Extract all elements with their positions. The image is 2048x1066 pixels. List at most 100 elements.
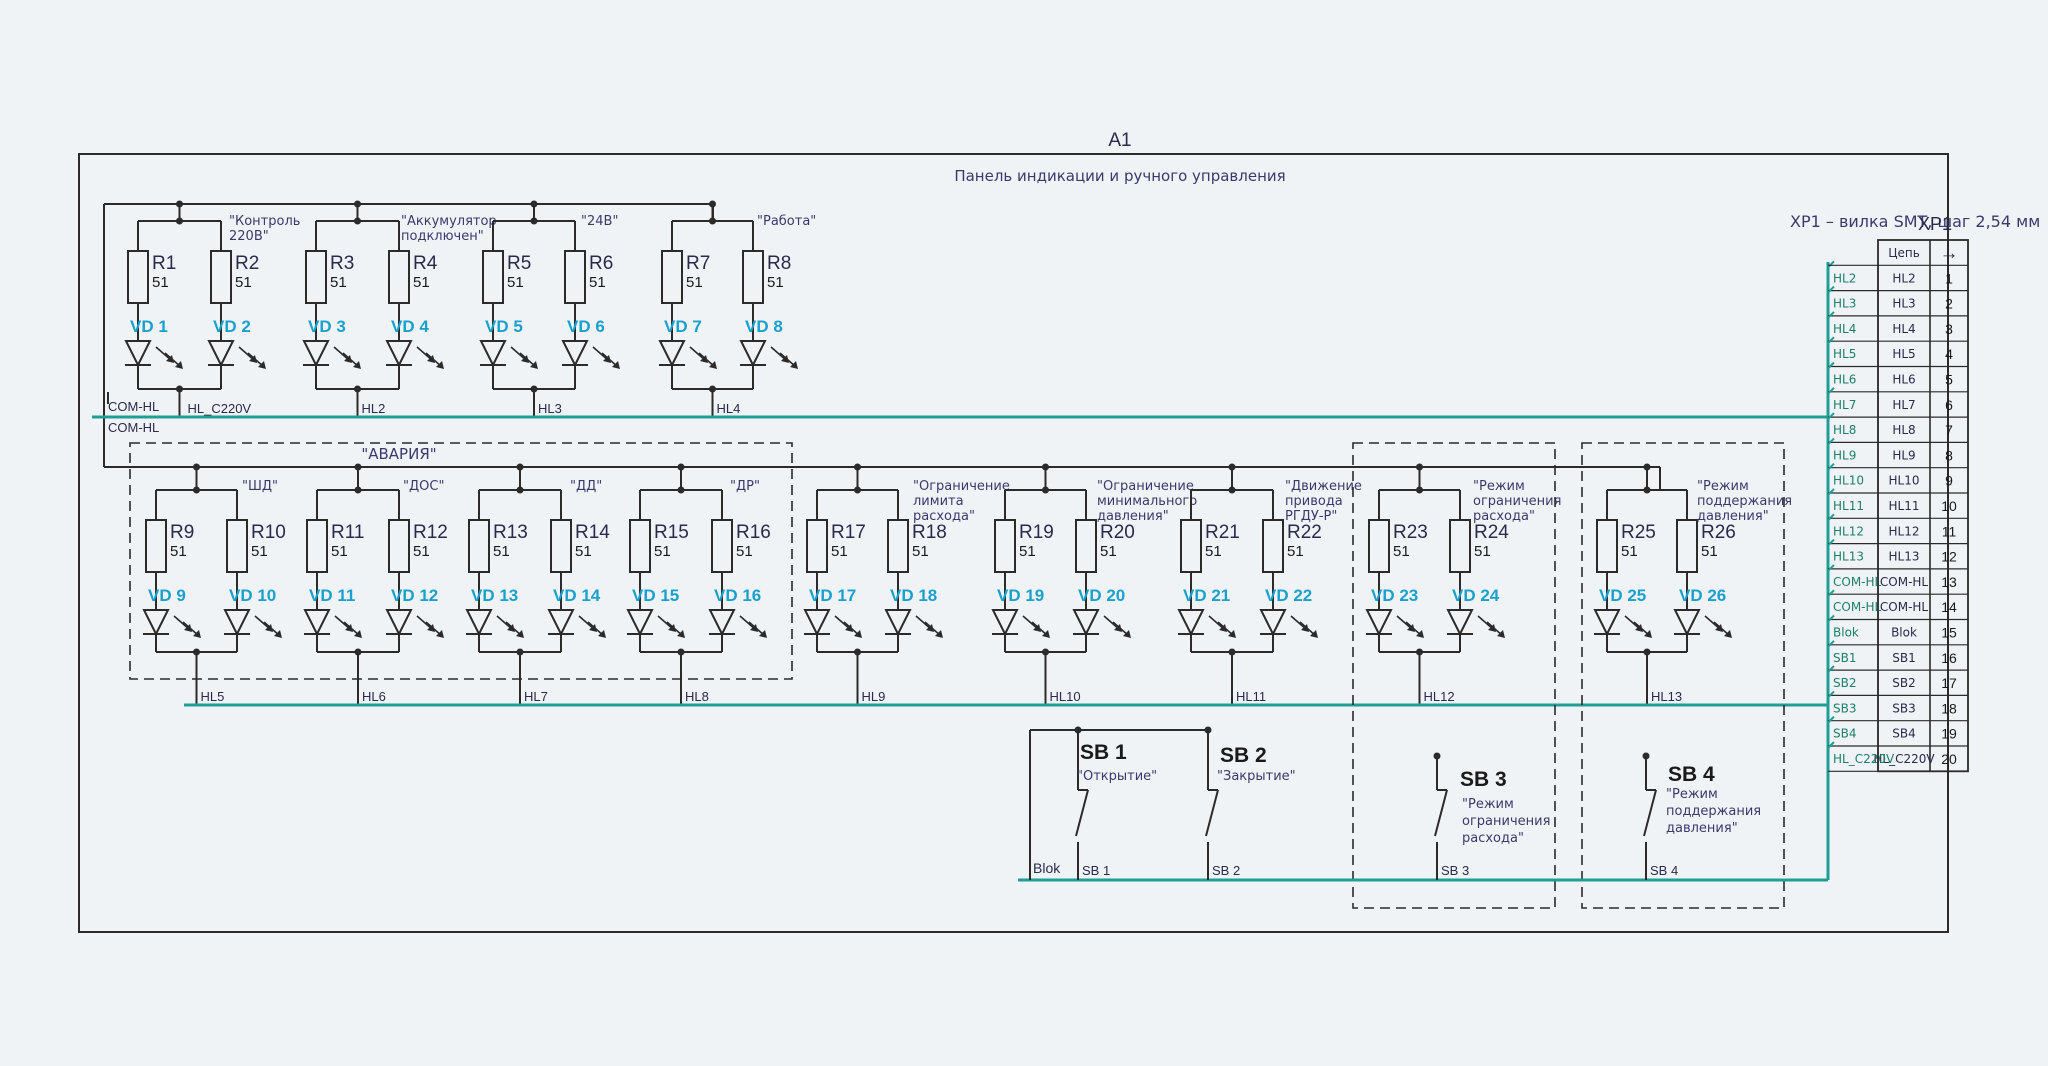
connector-pin-number: 18	[1941, 700, 1957, 716]
resistor-value: 51	[331, 543, 348, 560]
resistor-ref: R17	[831, 522, 866, 543]
harness-tap	[1827, 690, 1835, 699]
led-ref: VD 20	[1078, 586, 1125, 605]
harness-signal-label: HL7	[1833, 398, 1856, 412]
resistor-body	[550, 519, 572, 573]
resistor-value: 51	[831, 543, 848, 560]
connector-pin-number: 19	[1941, 726, 1957, 742]
connector-pin-signal: HL4	[1892, 322, 1915, 336]
resistor-value: 51	[654, 543, 671, 560]
switch-contact	[1643, 789, 1657, 837]
switch-net-label: SB 1	[1082, 863, 1110, 878]
harness-signal-label: HL10	[1833, 474, 1864, 488]
led-ref: VD 6	[567, 317, 605, 336]
harness-tap	[1827, 538, 1835, 547]
led-ray-head	[759, 630, 767, 638]
led-triangle	[303, 609, 331, 637]
resistor-body	[806, 519, 828, 573]
resistor-value: 51	[330, 274, 347, 291]
resistor-ref: R18	[912, 522, 947, 543]
com-label-bottom: COM-HL	[108, 420, 159, 435]
group-label: "Режим	[1473, 479, 1525, 494]
resistor-value: 51	[1701, 543, 1718, 560]
resistor-body	[127, 250, 149, 304]
net-label: HL3	[538, 401, 562, 416]
connector-pin-signal: HL2	[1892, 271, 1915, 285]
led-triangle	[465, 609, 493, 637]
resistor-body	[887, 519, 909, 573]
connector-pin-number: 4	[1945, 346, 1953, 362]
group-label: давления"	[1697, 509, 1769, 524]
led-ref: VD 2	[213, 317, 251, 336]
harness-tap	[1827, 387, 1835, 395]
led-ref: VD 3	[308, 317, 346, 336]
led-ray-head	[781, 355, 789, 363]
resistor-ref: R1	[152, 253, 176, 274]
harness-signal-label: COM-HL	[1833, 575, 1882, 589]
harness-signal-label: COM-HL	[1833, 600, 1882, 614]
connector-pin-number: 2	[1945, 296, 1953, 312]
led-ray-head	[427, 355, 435, 363]
harness-signal-label: HL11	[1833, 499, 1864, 513]
push-button-switch: SB 1"Открытие"SB 1	[1074, 726, 1157, 880]
switch-net-label: SB 3	[1441, 863, 1469, 878]
harness-tap	[1827, 589, 1835, 597]
led-ref: VD 24	[1452, 586, 1500, 605]
resistor-ref: R5	[507, 253, 531, 274]
switch-label: "Режим	[1462, 797, 1514, 812]
connector-pin-number: 20	[1941, 751, 1957, 767]
group-label: ограничения	[1473, 494, 1561, 509]
switch-label: "Режим	[1666, 787, 1718, 802]
switch-name: SB 3	[1460, 768, 1507, 791]
switch-name: SB 1	[1080, 741, 1127, 764]
resistor-body	[482, 250, 504, 304]
led-ray-head	[677, 630, 685, 638]
resistor-ref: R22	[1287, 522, 1322, 543]
harness-tap	[1827, 336, 1835, 344]
junction-dot	[354, 463, 362, 471]
led-ray-head	[265, 624, 273, 632]
led-ref: VD 13	[471, 586, 518, 605]
led-triangle	[1446, 609, 1474, 637]
resistor-body	[468, 519, 490, 573]
junction-dot	[677, 463, 685, 471]
harness-signal-label: HL4	[1833, 322, 1856, 336]
connector-pin-number: 1	[1945, 270, 1953, 286]
resistor-ref: R8	[767, 253, 791, 274]
group-label: "ШД"	[242, 479, 278, 494]
led-triangle	[207, 340, 235, 368]
led-ray-head	[603, 355, 611, 363]
connector-name: XP1	[1918, 214, 1952, 234]
resistor-value: 51	[152, 274, 169, 291]
connector-pin-number: 10	[1941, 498, 1957, 514]
resistor-value: 51	[589, 274, 606, 291]
led-ray-head	[1416, 630, 1424, 638]
led-ray-head	[790, 361, 798, 369]
group-label: лимита	[913, 494, 964, 509]
led-triangle	[884, 609, 912, 637]
connector-pin-number: 7	[1945, 422, 1953, 438]
resistor-body	[1368, 519, 1390, 573]
led-ray-head	[249, 355, 257, 363]
harness-signal-label: HL12	[1833, 524, 1864, 538]
resistor-body	[388, 250, 410, 304]
junction-dot	[193, 463, 200, 471]
led-ray-head	[668, 624, 676, 632]
led-ray-head	[1407, 624, 1415, 632]
led-ref: VD 23	[1371, 586, 1418, 605]
group-label: "Работа"	[757, 214, 816, 229]
resistor-body	[226, 519, 248, 573]
group-label: "24В"	[581, 214, 618, 229]
led-ray-head	[845, 624, 853, 632]
led-ray-head	[258, 361, 266, 369]
connector-pin-signal: SB2	[1892, 676, 1915, 690]
group-label: 220В"	[229, 229, 269, 244]
resistor-body	[210, 250, 232, 304]
resistor-body	[711, 519, 733, 573]
connector-pin-number: 12	[1941, 549, 1957, 565]
resistor-ref: R16	[736, 522, 771, 543]
